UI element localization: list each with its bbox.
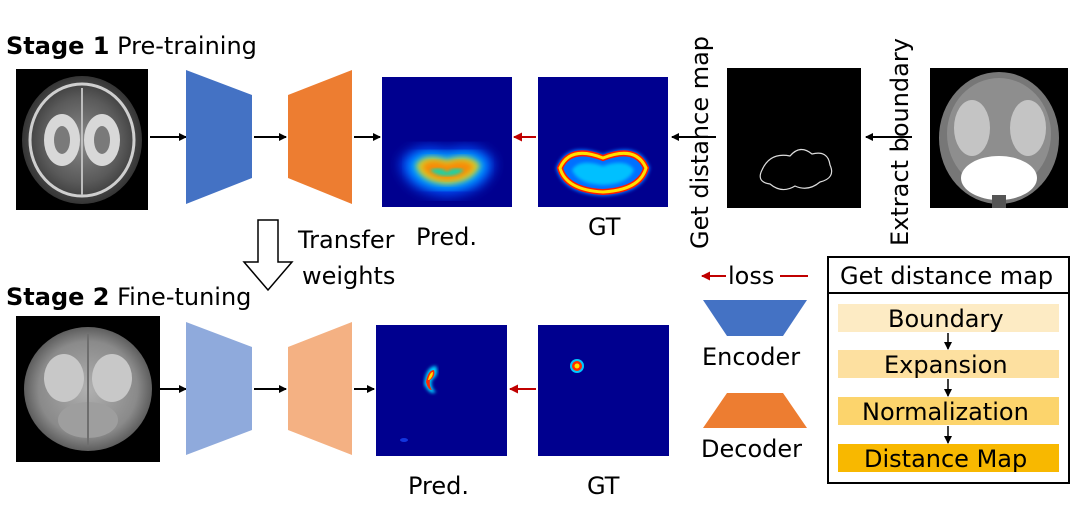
mri-input-stage2 [16,316,160,462]
process-step-expansion: Expansion [884,351,1008,379]
legend-encoder-shape [703,300,807,336]
boundary-image [727,68,861,208]
pred-label-stage2: Pred. [408,472,470,500]
extract-boundary-vertical-label: Extract boundary [886,38,914,246]
process-title: Get distance map [840,262,1054,290]
legend-decoder-label: Decoder [701,435,802,463]
stage1-title: Stage 1 Pre-training [6,34,257,58]
gt-label-stage2: GT [587,472,620,500]
gt-heatmap-stage2 [538,325,669,456]
stage1-bold: Stage 1 [6,32,110,60]
process-step-expansion-bg [838,350,1059,378]
decoder-stage2 [288,322,352,455]
process-step-boundary-bg [838,304,1059,332]
decoder-stage1 [288,70,352,204]
segmentation-image [930,68,1068,208]
process-step-distance-map-bg [838,444,1059,472]
legend-encoder-label: Encoder [702,343,801,371]
pred-label-stage1: Pred. [416,223,478,251]
pred-heatmap-stage1 [382,77,512,207]
transfer-weights-arrow [242,219,294,292]
gt-heatmap-stage1 [538,77,668,207]
encoder-stage1 [186,70,252,204]
mri-input-stage1 [16,69,148,210]
stage2-bold: Stage 2 [6,283,110,311]
transfer-label-2: weights [302,262,396,290]
process-step-normalization-bg [838,397,1059,425]
process-step-normalization: Normalization [862,398,1029,426]
pred-heatmap-stage2 [376,325,507,456]
legend-loss-label: loss [728,262,775,290]
stage2-rest: Fine-tuning [117,283,252,311]
transfer-label-1: Transfer [298,226,395,254]
legend-decoder-shape [703,393,807,428]
stage1-rest: Pre-training [117,32,257,60]
process-step-boundary: Boundary [888,305,1004,333]
get-distance-map-vertical-label: Get distance map [686,35,714,249]
process-step-distance-map: Distance Map [864,445,1028,473]
stage2-title: Stage 2 Fine-tuning [6,285,251,309]
gt-label-stage1: GT [588,213,621,241]
encoder-stage2 [186,322,252,455]
